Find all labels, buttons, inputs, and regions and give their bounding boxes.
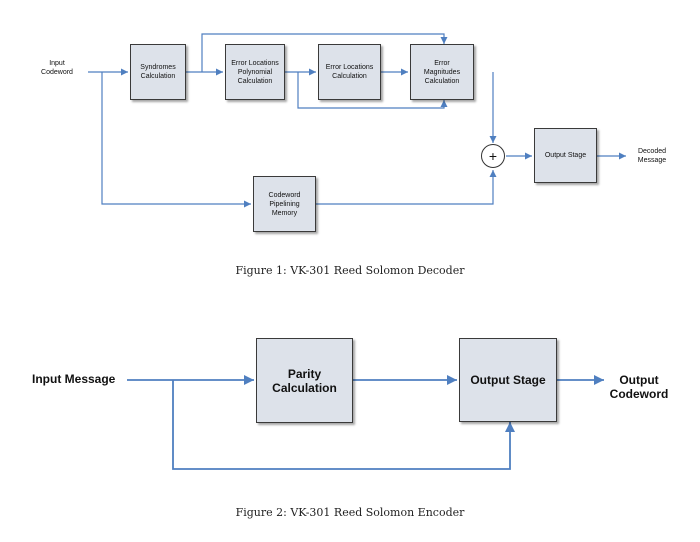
wire-input-to-output-stage <box>172 380 515 470</box>
parity-calculation-label: Parity Calculation <box>272 366 337 395</box>
output-codeword-label: Output Codeword <box>609 373 669 401</box>
decoded-message-label: Decoded Message <box>637 148 667 164</box>
error-locations-polynomial-block: Error Locations Polynomial Calculation <box>225 44 285 100</box>
parity-calculation-block: Parity Calculation <box>256 338 353 423</box>
error-locations-polynomial-label: Error Locations Polynomial Calculation <box>231 59 279 85</box>
wire-pipeline-to-adder <box>316 170 497 205</box>
output-stage-label-encoder: Output Stage <box>470 373 546 387</box>
output-stage-block-encoder: Output Stage <box>459 338 557 422</box>
adder-symbol: + <box>481 144 505 168</box>
wire-syndromes-to-errmag <box>201 33 448 72</box>
output-stage-label-decoder: Output Stage <box>544 152 587 159</box>
codeword-pipelining-memory-label: Codeword Pipelining Memory <box>268 191 301 217</box>
wire-errloc-to-errmag-bottom <box>297 72 448 109</box>
figure-1-caption: Figure 1: VK-301 Reed Solomon Decoder <box>235 264 465 277</box>
input-message-label: Input Message <box>32 372 116 386</box>
input-codeword-label: Input Codeword <box>41 60 73 76</box>
codeword-pipelining-memory-block: Codeword Pipelining Memory <box>253 176 316 232</box>
error-magnitudes-block: Error Magnitudes Calculation <box>410 44 474 100</box>
syndromes-calculation-label: Syndromes Calculation <box>140 64 176 80</box>
error-locations-calculation-label: Error Locations Calculation <box>325 64 374 80</box>
wire-input-to-pipeline <box>101 72 251 208</box>
output-stage-block-decoder: Output Stage <box>534 128 597 183</box>
syndromes-calculation-block: Syndromes Calculation <box>130 44 186 100</box>
error-magnitudes-label: Error Magnitudes Calculation <box>423 59 461 85</box>
figure-2-caption: Figure 2: VK-301 Reed Solomon Encoder <box>235 506 465 519</box>
error-locations-calculation-block: Error Locations Calculation <box>318 44 381 100</box>
